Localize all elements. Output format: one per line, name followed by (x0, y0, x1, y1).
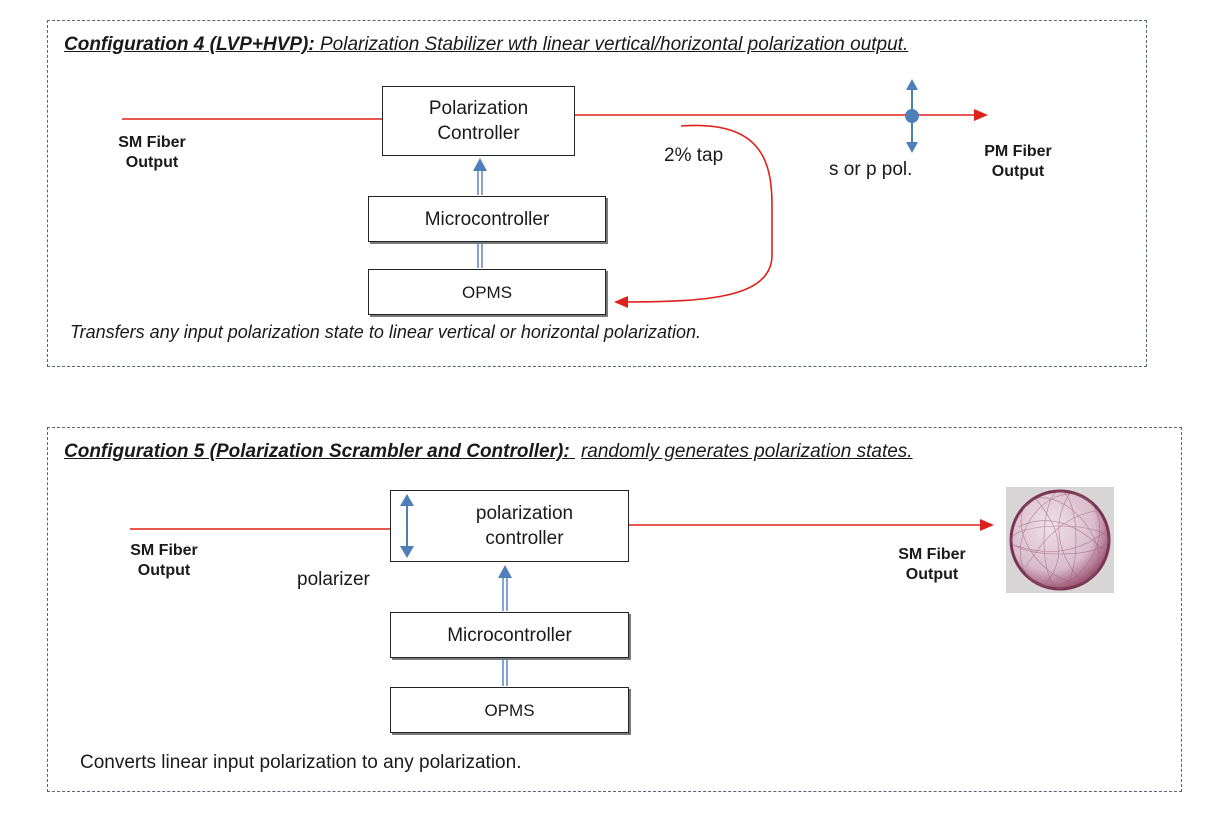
config4-panel (47, 20, 1147, 367)
config5-note: Converts linear input polarization to an… (80, 752, 522, 773)
config4-tap-label: 2% tap (664, 145, 724, 166)
config4-heading-description: Polarization Stabilizer wth linear verti… (319, 34, 909, 55)
config4-heading-title: Configuration 4 (LVP+HVP): (64, 34, 315, 55)
config4-input-label: SM Fiber Output (118, 134, 186, 171)
config4-pol-indicator-icon (905, 79, 919, 153)
config5-heading-description: randomly generates polarization states. (580, 441, 913, 462)
config5-polarizer-icon (400, 494, 414, 558)
config4-polarization-controller-box: Polarization Controller (382, 86, 575, 156)
config4-control-arrows (473, 158, 487, 268)
config5-polarizer-label: polarizer (297, 569, 370, 590)
config5-heading-title: Configuration 5 (Polarization Scrambler … (64, 441, 570, 462)
config4-note: Transfers any input polarization state t… (70, 322, 701, 342)
config4-heading: Configuration 4 (LVP+HVP): Polarization … (64, 34, 908, 56)
config5-output-label: SM Fiber Output (898, 546, 966, 583)
config4-output-label: PM Fiber Output (984, 143, 1052, 180)
config4-pol-label: s or p pol. (829, 159, 913, 180)
config5-panel (47, 427, 1182, 792)
config4-microcontroller-box: Microcontroller (368, 196, 606, 242)
poincare-sphere-icon (1009, 489, 1111, 591)
config4-tap-feedback-arrow (614, 124, 773, 308)
poincare-sphere-image (1006, 487, 1114, 593)
config5-microcontroller-box: Microcontroller (390, 612, 629, 658)
config5-control-arrows (498, 565, 512, 686)
config5-polarization-controller-box: polarization controller (390, 490, 629, 562)
config5-opms-box: OPMS (390, 687, 629, 733)
config4-opms-box: OPMS (368, 269, 606, 315)
config5-heading: Configuration 5 (Polarization Scrambler … (64, 441, 913, 463)
config5-input-label: SM Fiber Output (130, 542, 198, 579)
